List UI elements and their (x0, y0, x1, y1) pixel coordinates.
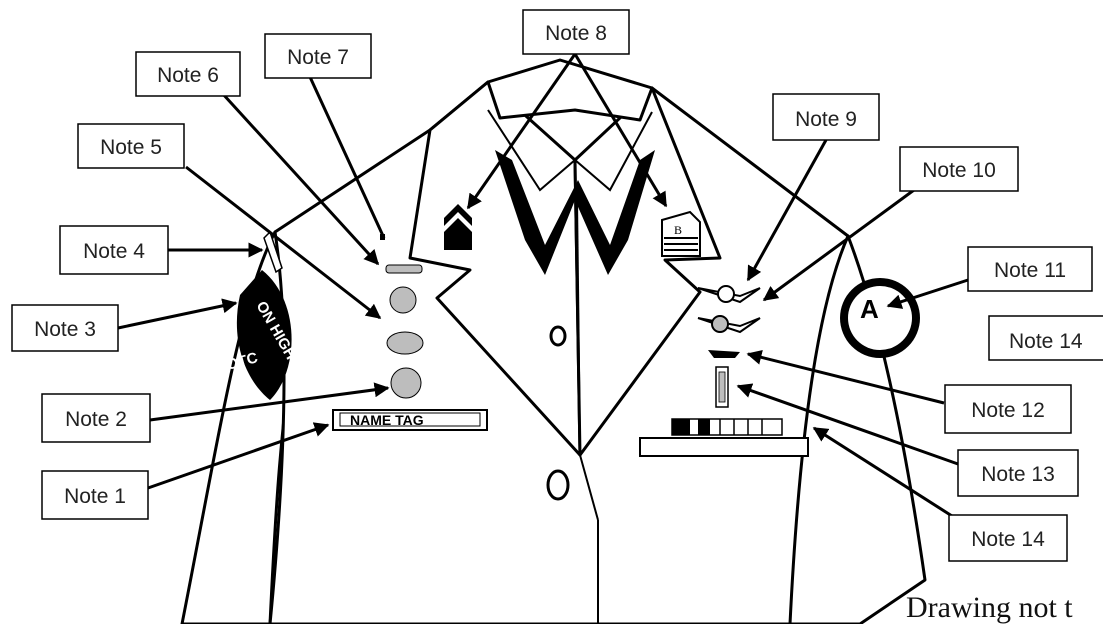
arrow-note-10 (762, 188, 915, 302)
note-box-8: Note 8 (522, 9, 630, 55)
badge-crest (389, 286, 417, 314)
note-box-4: Note 4 (59, 225, 169, 275)
note-label-6: Note 6 (157, 64, 219, 87)
vertical-badge (715, 366, 729, 408)
note-label-13: Note 13 (981, 463, 1055, 486)
note-label-14-upper: Note 14 (1009, 330, 1083, 353)
name-tag-text: NAME TAG (350, 412, 424, 428)
note-box-6: Note 6 (135, 51, 241, 97)
note-box-11: Note 11 (967, 246, 1093, 292)
arrow-note-11 (886, 278, 969, 309)
note-label-11: Note 11 (994, 259, 1066, 282)
front-edge (579, 454, 599, 521)
note-label-7: Note 7 (287, 46, 349, 69)
right-shoulder-patch: A (840, 278, 920, 358)
note-box-1: Note 1 (41, 470, 149, 520)
button-lower (546, 469, 570, 501)
note-box-3: Note 3 (11, 304, 119, 352)
placket-line (576, 199, 581, 456)
arrow-note-13 (736, 383, 959, 466)
badge-oval (386, 331, 424, 355)
note-box-7: Note 7 (264, 33, 372, 79)
shirt-collar (487, 109, 653, 192)
arrow-note-14 (812, 426, 953, 518)
note-label-5: Note 5 (100, 136, 162, 159)
arrow-note-1 (147, 422, 330, 490)
jacket (180, 58, 927, 624)
note-label-14-lower: Note 14 (971, 528, 1045, 551)
arrow-note-8-left (466, 53, 577, 210)
note-label-12: Note 12 (971, 399, 1045, 422)
arrow-note-9 (746, 139, 828, 282)
note-label-4: Note 4 (83, 240, 145, 263)
right-collar-rank-insignia: B (661, 210, 701, 257)
scale-disclaimer: Drawing not t (906, 591, 1073, 624)
note-box-9: Note 9 (772, 93, 880, 141)
note-label-8: Note 8 (545, 22, 607, 45)
note-box-14-upper: Note 14 (988, 315, 1103, 361)
arrow-note-12 (746, 349, 945, 405)
wings-small (708, 350, 740, 358)
leader-arrows (117, 53, 969, 518)
svg-text:B: B (674, 223, 682, 237)
ribbon-rack (639, 418, 809, 457)
note-box-14-lower: Note 14 (948, 514, 1068, 562)
note-box-13: Note 13 (957, 449, 1079, 497)
note-box-12: Note 12 (944, 384, 1072, 434)
note-box-10: Note 10 (899, 146, 1019, 192)
collar (486, 58, 654, 122)
arrow-note-2 (149, 382, 390, 422)
badge-round (390, 367, 422, 399)
right-patch-text: A (860, 294, 879, 324)
device-bar-top (385, 264, 423, 274)
tie-knot (495, 150, 655, 275)
name-tag: NAME TAG (332, 409, 488, 431)
note-box-5: Note 5 (77, 123, 185, 169)
note-box-2: Note 2 (41, 393, 151, 443)
left-collar-rank-insignia (444, 204, 472, 250)
note-boxes: Note 1 Note 2 Note 3 Note 4 Note 5 Note … (11, 9, 1103, 562)
note-label-9: Note 9 (795, 108, 857, 131)
note-label-2: Note 2 (65, 408, 127, 431)
arrow-note-6 (220, 91, 380, 266)
arrow-note-7 (308, 76, 386, 239)
wings-upper (697, 285, 761, 304)
arrow-note-5 (185, 165, 382, 320)
arrow-note-3 (117, 298, 238, 330)
wings-lower (697, 315, 761, 334)
note-label-10: Note 10 (922, 159, 996, 182)
arrow-note-8-right (573, 53, 668, 208)
note-label-3: Note 3 (34, 318, 96, 341)
note-label-1: Note 1 (64, 485, 126, 508)
button-upper (549, 325, 567, 347)
